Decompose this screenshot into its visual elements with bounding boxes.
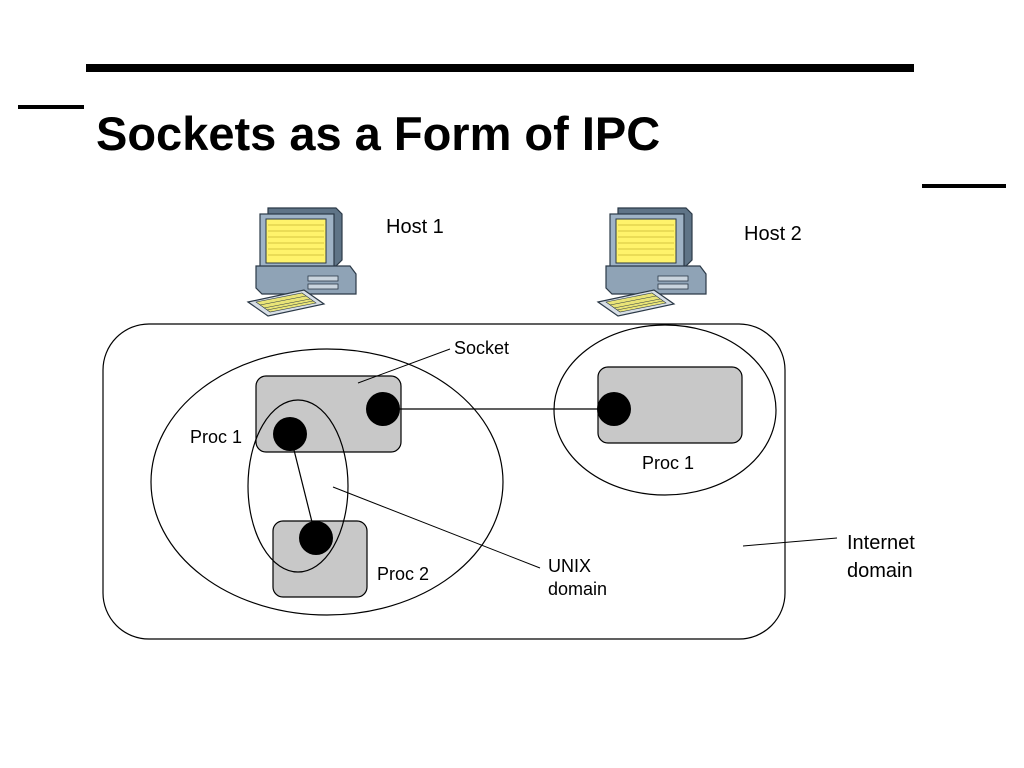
host-2-proc-1-label: Proc 1	[642, 453, 694, 473]
top-rule	[86, 64, 914, 72]
socket-proc1-unix	[273, 417, 307, 451]
socket-leader-line	[357, 348, 451, 384]
internet-domain-leader-line	[742, 537, 838, 547]
unix-domain-leader-line	[332, 486, 541, 569]
host-1-proc-1-label: Proc 1	[190, 427, 242, 447]
host-2-machine-boundary	[553, 324, 777, 496]
host-2-label: Host 2	[744, 223, 802, 245]
internet-domain-boundary	[102, 323, 786, 640]
unix-socket-connection	[289, 433, 317, 539]
host-1-label: Host 1	[386, 216, 444, 238]
host-1-machine-boundary	[150, 348, 504, 616]
accent-bar-left	[18, 105, 84, 109]
socket-proc1-internet	[366, 392, 400, 426]
unix-domain-label-line-1: UNIX	[548, 556, 591, 576]
accent-bar-right	[922, 184, 1006, 188]
socket-host2-proc1	[597, 392, 631, 426]
host-1-proc-2-box	[272, 520, 368, 598]
internet-domain-label-line-1: Internet	[847, 532, 915, 554]
computer-icon	[597, 207, 707, 317]
socket-label: Socket	[454, 338, 509, 358]
unix-domain-label-line-2: domain	[548, 579, 607, 599]
unix-domain-boundary	[247, 399, 349, 573]
slide-title: Sockets as a Form of IPC	[96, 107, 661, 160]
internet-domain-label-line-2: domain	[847, 560, 913, 582]
host-1-proc-2-label: Proc 2	[377, 564, 429, 584]
socket-proc2-unix	[299, 521, 333, 555]
computer-icon	[247, 207, 357, 317]
